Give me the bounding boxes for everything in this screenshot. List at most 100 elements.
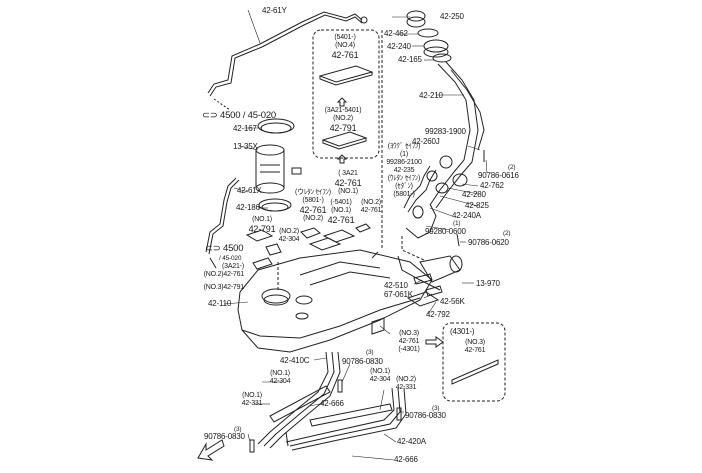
callout-line: (1) bbox=[400, 151, 408, 158]
callout-42-110: 42-110 bbox=[208, 299, 232, 308]
callout-42-280: 42-280 bbox=[462, 190, 486, 199]
callout-line: (NO.1) bbox=[270, 370, 290, 377]
callout-ref-4500-top: ⊂⊃ 4500 / 45-020 bbox=[202, 110, 277, 121]
sheet-42-761-no4 bbox=[318, 65, 374, 83]
callout-67-061k: 67-061K bbox=[384, 290, 413, 299]
sheet-42-761-5801 bbox=[300, 227, 321, 239]
callout-line: (NO.1) bbox=[338, 188, 358, 195]
callout-42-304-no2: (NO.2) 42-304 bbox=[276, 228, 302, 244]
callout-box2-title: (4301-) bbox=[450, 327, 475, 336]
callout-line: (NO.4) bbox=[335, 42, 355, 49]
callout-line: (NO.1) bbox=[331, 207, 351, 214]
callout-42-762: 42-762 bbox=[480, 181, 504, 190]
callout-line: (NO.1) bbox=[252, 216, 272, 223]
callout-99280-0600: 99280-0600 bbox=[425, 227, 466, 236]
sheet-42-791-no1 bbox=[245, 229, 274, 242]
callout-ref-4500-mid: ⊂⊃ 4500 bbox=[205, 243, 244, 254]
callout-line: (ｳﾚﾀﾝ ｾｲﾌﾝ) bbox=[387, 175, 421, 182]
sheet-42-761-no2-right bbox=[355, 223, 371, 233]
callout-42-304-left: (NO.1) 42-304 bbox=[266, 370, 294, 386]
callout-42-61x: 42-61X bbox=[237, 186, 262, 195]
callout-42-331-no2: (NO.2) 42-331 bbox=[392, 376, 420, 392]
callout-part-number: 42-304 bbox=[269, 378, 291, 385]
fuel-cap-42-250 bbox=[406, 10, 426, 22]
callout-42-420a: 42-420A bbox=[397, 437, 426, 446]
callout-42-791-no3: (NO.3)42-791 bbox=[198, 284, 245, 292]
strap-42-410c bbox=[257, 351, 329, 445]
sheet-42-761-no3 bbox=[371, 317, 385, 335]
callout-42-61y: 42-61Y bbox=[262, 6, 287, 15]
strap-42-420a bbox=[285, 387, 395, 443]
callout-42-792: 42-792 bbox=[426, 310, 450, 319]
callout-part-number: 42-304 bbox=[278, 236, 300, 243]
callout-box1-42-761-no4: (5401-) (NO.4) 42-761 bbox=[328, 34, 362, 60]
callout-part-number: 99286-2100 bbox=[386, 159, 422, 166]
callout-42-260j: 42-260J bbox=[412, 137, 440, 146]
callout-text: 4500 bbox=[222, 243, 244, 254]
callout-42-410c: 42-410C bbox=[280, 356, 310, 365]
callout-part-number: 42-761 bbox=[360, 207, 382, 214]
callout-part-number: 42-761 bbox=[398, 338, 420, 345]
callout-42-825: 42-825 bbox=[465, 201, 489, 210]
callout-box2-42-761-no3: (NO.3) 42-761 bbox=[458, 339, 492, 355]
bolt-90786-0830-c bbox=[249, 439, 255, 453]
sheet-42-792 bbox=[406, 291, 440, 307]
callout-42-210: 42-210 bbox=[419, 91, 443, 100]
fuel-pipe-42-61y bbox=[207, 11, 363, 94]
callout-ref-45-020: / 45-020 bbox=[219, 255, 242, 262]
callout-part-number: 42-761 bbox=[464, 347, 486, 354]
callout-part-number: 42-791 bbox=[329, 123, 357, 133]
sheet-42-791-no2 bbox=[321, 131, 368, 147]
callout-line: (5801-) bbox=[302, 197, 324, 204]
pump-module-13-35x bbox=[255, 144, 285, 156]
callout-42-186: 42-186 bbox=[236, 203, 260, 212]
sheet-42-761-no1 bbox=[308, 237, 342, 251]
callout-text: 4500 / 45-020 bbox=[219, 110, 277, 121]
callout-13-35x: 13-35X bbox=[233, 142, 258, 151]
pipe-clip bbox=[360, 16, 368, 24]
callout-qty-90786-0620: (2) bbox=[503, 230, 511, 237]
callout-qty-99280-0600: (1) bbox=[453, 220, 461, 227]
callout-line: (NO.2) bbox=[361, 199, 381, 206]
reference-icon: ⊂⊃ bbox=[205, 243, 221, 254]
callout-box1-42-791-no2: (3A21-5401) (NO.2) 42-791 bbox=[318, 107, 368, 133]
callout-42-761-no3-4301: (NO.3) 42-761 (-4301) bbox=[394, 330, 424, 354]
callout-42-235: (ﾖｳｸﾞ ｾｲﾌﾝ) (1) 99286-2100 42-235 (ｳﾚﾀﾝ … bbox=[384, 143, 424, 199]
callout-part-number: 42-331 bbox=[241, 400, 263, 407]
callout-42-462: 42-462 bbox=[384, 29, 408, 38]
callout-line: (NO.2) bbox=[303, 215, 323, 222]
callout-42-240a: 42-240A bbox=[452, 211, 481, 220]
callout-42-666-a: 42-666 bbox=[320, 399, 344, 408]
reference-icon: ⊂⊃ bbox=[202, 110, 218, 121]
callout-line: (ウﾚﾀﾝ ｾｲﾌﾝ) bbox=[295, 189, 331, 196]
callout-part-number: (NO.3)42-791 bbox=[203, 284, 245, 291]
callout-90786-0830-b: 90786-0830 bbox=[405, 411, 446, 420]
pad-42-331-no2 bbox=[309, 403, 393, 427]
callout-line: (5401-) bbox=[334, 34, 356, 41]
callout-99283-1900: 99283-1900 bbox=[425, 127, 466, 136]
callout-90786-0620: 90786-0620 bbox=[468, 238, 509, 247]
bolt-90786-0830-a bbox=[337, 379, 343, 393]
fuel-tank-42-110 bbox=[237, 249, 433, 353]
callout-line: (NO.2) bbox=[396, 376, 416, 383]
callout-line: (NO.2) bbox=[279, 228, 299, 235]
callout-qty-90786-0616: (2) bbox=[508, 164, 516, 171]
callout-line: (-4301) bbox=[398, 346, 420, 353]
callout-42-250: 42-250 bbox=[440, 12, 464, 21]
gasket-42-165 bbox=[432, 53, 452, 63]
callout-qty-90786-0830-c: (3) bbox=[234, 426, 242, 433]
callout-42-761-no2-right: (NO.2) 42-761 bbox=[357, 199, 385, 215]
callout-line: (NO.3) bbox=[465, 339, 485, 346]
callout-42-761-3a21-no1: ( 3A21 42-761 (NO.1) bbox=[333, 170, 363, 196]
callout-part-number: 42-304 bbox=[369, 376, 391, 383]
callout-line: (3A21-) bbox=[222, 263, 244, 270]
front-arrow-icon bbox=[197, 439, 225, 461]
pad-42-331-no1 bbox=[269, 385, 331, 423]
option-box-upper bbox=[312, 29, 380, 159]
callout-part-number: 42-761 bbox=[334, 178, 362, 188]
sheet-42-761-no3-long bbox=[451, 359, 499, 385]
callout-42-240: 42-240 bbox=[387, 42, 411, 51]
callout-42-761-5401-no1: (-5401) (NO.1) 42-761 bbox=[326, 199, 356, 225]
callout-line: (NO.1) bbox=[242, 392, 262, 399]
